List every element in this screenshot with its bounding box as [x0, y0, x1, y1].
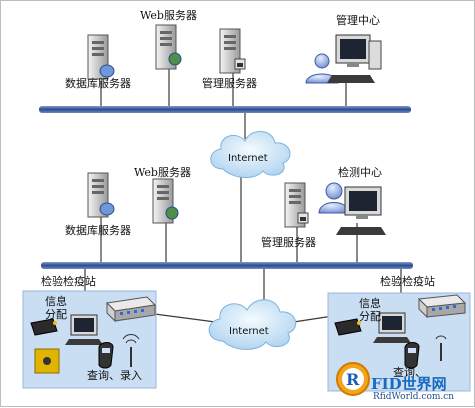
watermark-brand: FID世界网	[371, 375, 447, 393]
info-label-left-line1: 信息	[45, 295, 67, 308]
handheld-scanner-icon	[404, 342, 420, 369]
query-label-left: 查询、录入	[87, 369, 142, 382]
query-label-right: 查询、	[393, 366, 426, 379]
rfid-reader-icon	[334, 318, 362, 336]
management-center-label: 管理中心	[336, 14, 380, 27]
internet-label-top: Internet	[228, 153, 268, 164]
internet-label-bottom: Internet	[229, 326, 269, 337]
server-icon	[219, 28, 246, 74]
rfid-tag-icon	[34, 348, 60, 374]
top-network-bus	[39, 106, 411, 113]
info-label-right-line2: 分配	[359, 310, 381, 323]
computer-icon	[373, 312, 411, 343]
internet-cloud-top	[210, 131, 291, 178]
logo-letter: R	[346, 370, 360, 389]
server-icon	[155, 24, 182, 70]
info-label-left-line2: 分配	[45, 308, 67, 321]
server-icon	[87, 172, 115, 218]
rfidworld-logo	[336, 362, 370, 396]
computer-icon	[327, 34, 382, 83]
server-icon	[284, 182, 309, 228]
network-switch-icon	[417, 294, 467, 319]
database-server-label-mid: 数据库服务器	[65, 224, 131, 237]
rfid-reader-icon	[30, 318, 58, 336]
server-icon	[87, 34, 115, 80]
handheld-scanner-icon	[98, 342, 114, 369]
station-title-left: 检验检疫站	[41, 275, 96, 288]
computer-icon	[65, 314, 103, 345]
inspection-center-label: 检测中心	[338, 166, 382, 179]
web-server-label-top: Web服务器	[140, 9, 197, 22]
server-icon	[152, 178, 179, 224]
database-server-label-top: 数据库服务器	[65, 77, 131, 90]
middle-network-bus	[41, 262, 413, 269]
internet-cloud-bottom	[208, 299, 297, 350]
person-icon	[318, 182, 350, 214]
info-label-right-line1: 信息	[359, 297, 381, 310]
computer-icon	[336, 186, 386, 235]
antenna-icon	[435, 335, 447, 361]
antenna-icon	[122, 334, 140, 367]
network-switch-icon	[105, 296, 157, 323]
management-server-label-mid: 管理服务器	[261, 236, 316, 249]
web-server-label-mid: Web服务器	[134, 166, 191, 179]
watermark-url: RfidWorld.com.cn	[373, 392, 455, 402]
station-title-right: 检验检疫站	[380, 275, 435, 288]
management-server-label-top: 管理服务器	[202, 77, 257, 90]
